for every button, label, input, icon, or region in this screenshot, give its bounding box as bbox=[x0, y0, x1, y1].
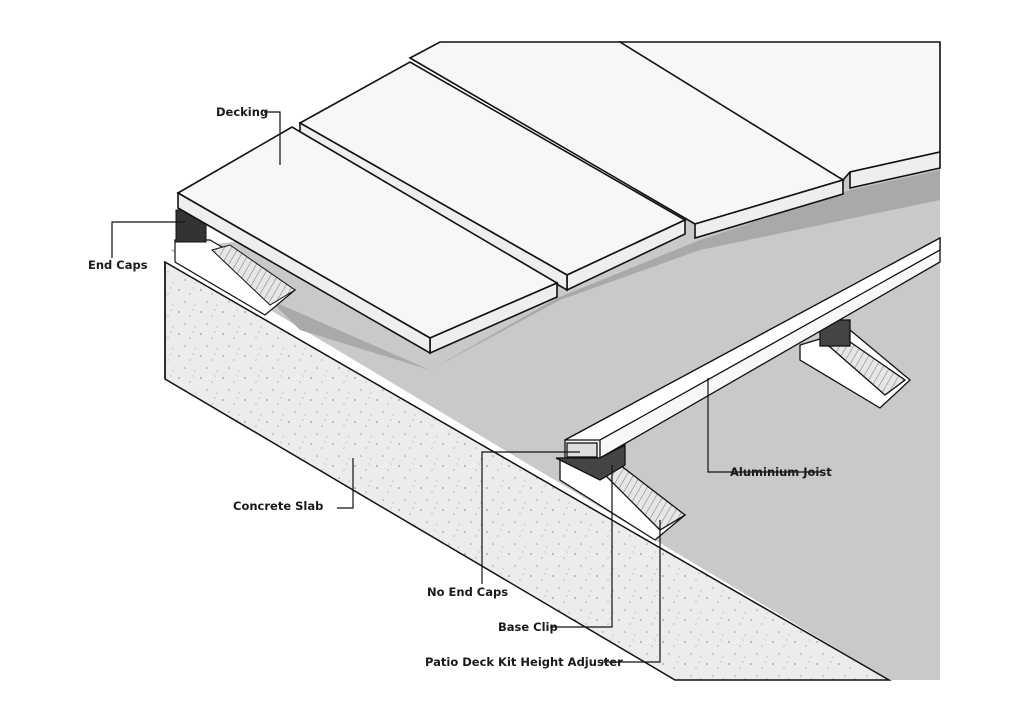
decking-boards bbox=[176, 41, 941, 355]
label-decking: Decking bbox=[216, 105, 269, 119]
label-no-end-caps: No End Caps bbox=[427, 585, 509, 599]
leader-lines bbox=[111, 111, 822, 663]
label-aluminium-joist: Aluminium Joist bbox=[730, 465, 832, 479]
label-base-clip: Base Clip bbox=[498, 620, 558, 634]
label-end-caps: End Caps bbox=[88, 258, 148, 272]
decking-shadow bbox=[270, 170, 940, 370]
label-height-adjuster: Patio Deck Kit Height Adjuster bbox=[425, 655, 623, 669]
label-concrete-slab: Concrete Slab bbox=[233, 499, 324, 513]
aluminium-joist-assembly bbox=[555, 236, 941, 541]
